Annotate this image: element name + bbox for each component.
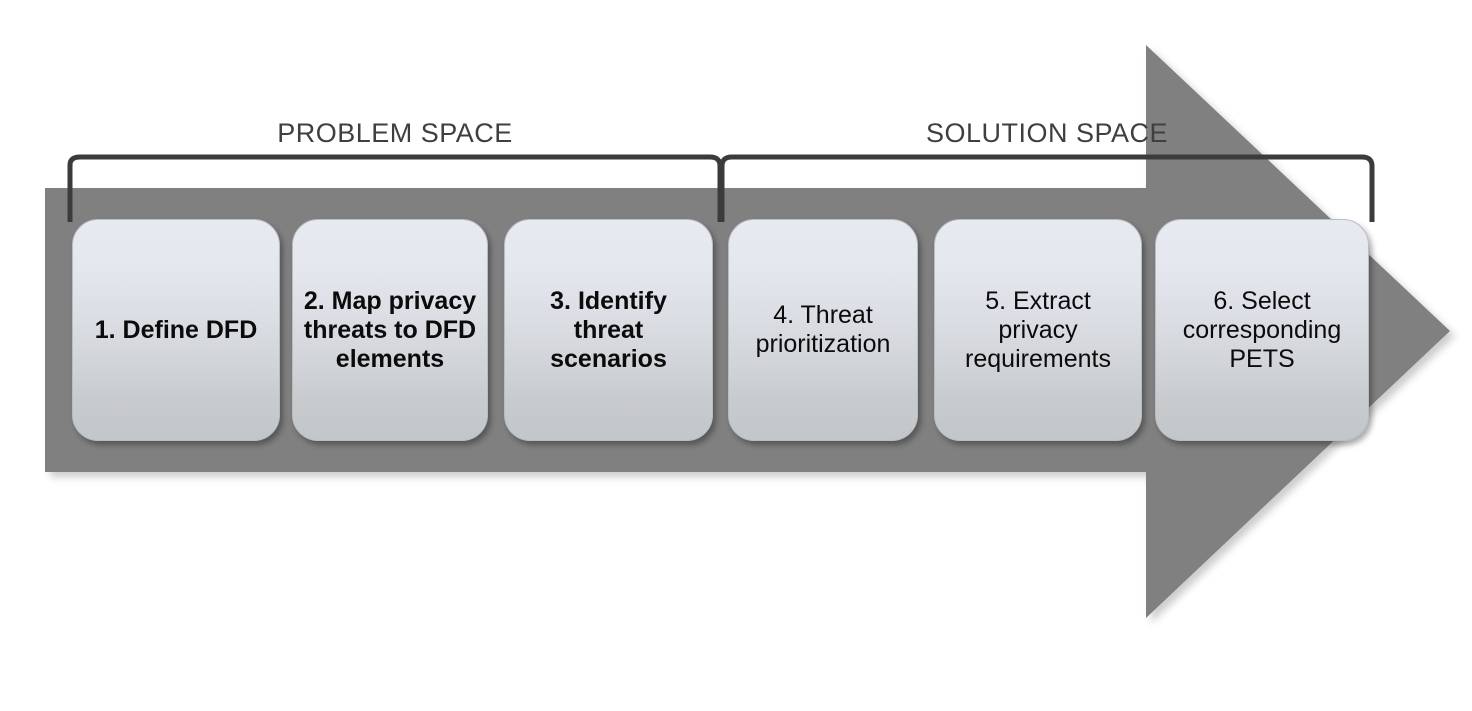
step-box-2[interactable]: 2. Map privacy threats to DFD elements	[292, 219, 488, 441]
step-label-3: 3. Identify threat scenarios	[550, 286, 667, 373]
step-label-2: 2. Map privacy threats to DFD elements	[303, 286, 477, 373]
step-box-4[interactable]: 4. Threat prioritization	[728, 219, 918, 441]
step-label-1: 1. Define DFD	[94, 315, 258, 344]
span-label-problem-space: PROBLEM SPACE	[277, 118, 513, 148]
step-box-5[interactable]: 5. Extract privacy requirements	[934, 219, 1142, 441]
bracket-problem-space	[67, 154, 723, 222]
span-label-solution-space: SOLUTION SPACE	[925, 118, 1169, 148]
step-label-4: 4. Threat prioritization	[755, 301, 891, 358]
step-box-3[interactable]: 3. Identify threat scenarios	[504, 219, 713, 441]
step-label-5: 5. Extract privacy requirements	[965, 286, 1111, 373]
step-label-6: 6. Select corresponding PETS	[1182, 286, 1342, 373]
step-box-6[interactable]: 6. Select corresponding PETS	[1155, 219, 1369, 441]
bracket-solution-space	[719, 154, 1375, 222]
step-box-1[interactable]: 1. Define DFD	[72, 219, 280, 441]
